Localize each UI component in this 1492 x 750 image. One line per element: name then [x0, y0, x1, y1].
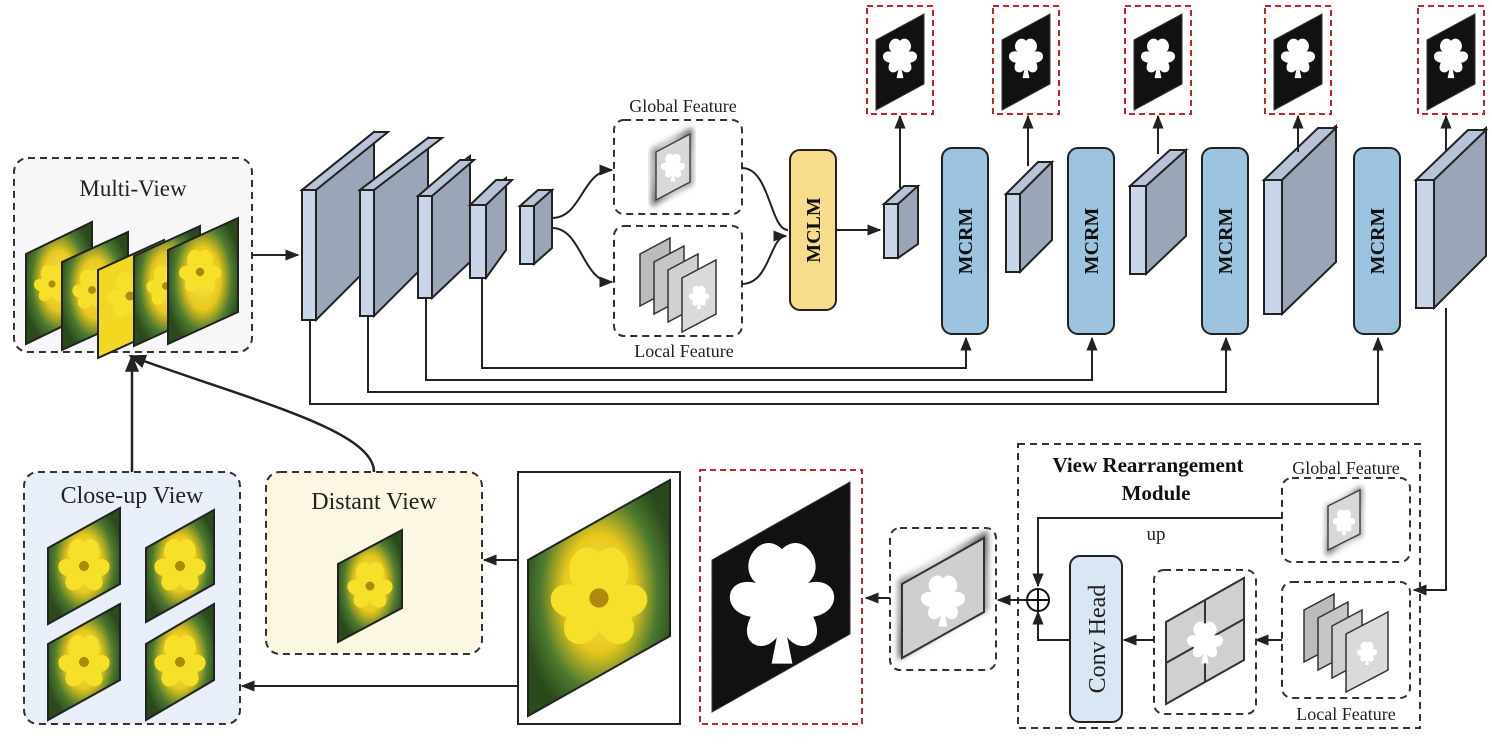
- decoder-block-3: [1127, 148, 1189, 276]
- up-label: up: [1147, 524, 1166, 545]
- mcrm-module-4: MCRM: [1353, 147, 1401, 335]
- skip-connections: [309, 278, 1384, 405]
- prediction-arrows: [894, 114, 1452, 188]
- vrm-global-feature-label: Global Feature: [1292, 458, 1399, 478]
- prediction-map-3: [1124, 5, 1192, 115]
- prediction-maps: [866, 5, 1485, 115]
- close-up-tiles: [47, 506, 215, 722]
- conv-head-label: Conv Head: [1085, 585, 1111, 694]
- prediction-map-5: [1417, 5, 1485, 115]
- vrm-global-feature-box: [1281, 477, 1411, 563]
- mclm-module: MCLM: [789, 149, 837, 311]
- global-feature-box: Global Feature: [613, 96, 743, 215]
- decoder-block-4: [1261, 124, 1339, 317]
- local-feature-box: Local Feature: [613, 225, 743, 361]
- prediction-map-4: [1264, 5, 1332, 115]
- arrow-distant-to-multi-view: [128, 354, 376, 473]
- mcrm-label-1: MCRM: [955, 208, 977, 275]
- refined-feature-box: [889, 527, 997, 671]
- mcrm-module-1: MCRM: [941, 147, 989, 335]
- decoder-block-5: [1413, 126, 1489, 311]
- vrm-local-feature-label: Local Feature: [1296, 704, 1395, 724]
- distant-view-label: Distant View: [311, 489, 437, 515]
- vrm-title-line2: Module: [1122, 481, 1191, 505]
- mcrm-label-4: MCRM: [1367, 208, 1389, 275]
- vrm-local-feature-box: [1281, 581, 1411, 699]
- conv-head-block: Conv Head: [1069, 555, 1123, 723]
- mcrm-label-2: MCRM: [1081, 208, 1103, 275]
- decoder-block-2: [1003, 160, 1055, 275]
- add-operator-icon: [1026, 588, 1050, 612]
- close-up-view-box: Close-up View: [23, 471, 241, 725]
- close-up-view-label: Close-up View: [61, 483, 204, 509]
- multi-view-box: Multi-View: [13, 157, 253, 360]
- encoder-blocks: [299, 129, 555, 323]
- encoder-block-5: [517, 188, 555, 266]
- encoder-block-4: [467, 176, 515, 281]
- multi-view-label: Multi-View: [79, 176, 187, 201]
- mcrm-module-3: MCRM: [1201, 147, 1249, 335]
- mclm-label: MCLM: [803, 197, 825, 263]
- full-image-box: [517, 471, 681, 725]
- distant-view-box: Distant View: [265, 471, 483, 655]
- mcrm-label-3: MCRM: [1215, 208, 1237, 275]
- decoder-block-1: [881, 184, 921, 260]
- encoder-block-1: [299, 129, 391, 323]
- rearranged-feature-grid: [1153, 569, 1257, 715]
- arrow-to-local-feature: [551, 227, 614, 288]
- multi-view-images: [25, 216, 239, 360]
- mcrm-module-2: MCRM: [1067, 147, 1115, 335]
- arrow-to-vrm: [1412, 308, 1447, 596]
- arrow-to-global-feature: [551, 164, 614, 219]
- global-feature-label: Global Feature: [629, 96, 736, 116]
- prediction-map-2: [992, 5, 1060, 115]
- arrow-global-to-mclm: [741, 167, 789, 231]
- prediction-map-1: [866, 5, 934, 115]
- local-feature-label: Local Feature: [634, 341, 733, 361]
- vrm-title-line1: View Rearrangement: [1052, 453, 1243, 477]
- view-rearrangement-module: View Rearrangement Module Global Feature…: [1017, 443, 1421, 729]
- arrow-local-to-mclm: [741, 230, 788, 285]
- final-mask-box: [699, 469, 863, 725]
